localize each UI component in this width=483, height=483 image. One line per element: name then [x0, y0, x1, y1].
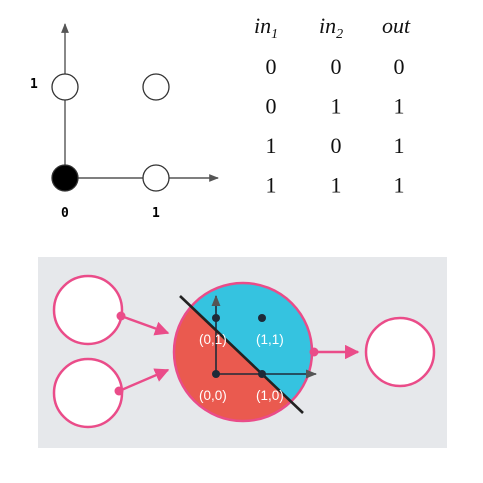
- label-1-1: (1,1): [256, 332, 284, 347]
- header-in2-text: in: [319, 13, 336, 38]
- truth-cell-r0-c2: 0: [394, 54, 405, 79]
- connection-dot-2: [114, 386, 124, 396]
- truth-table-header-in1: in1: [254, 13, 278, 42]
- truth-cell-r0-c0: 0: [266, 54, 277, 79]
- header-in1-subscript: 1: [271, 27, 278, 42]
- input-node-1: [52, 274, 124, 346]
- plot-point-1-0: [142, 164, 170, 192]
- truth-cell-r3-c2: 1: [394, 173, 405, 198]
- inner-point-1-1: [258, 314, 266, 322]
- y-tick-label: 1: [30, 77, 38, 92]
- plot-point-1-1: [142, 73, 170, 101]
- perceptron-diagram: (0,1) (1,1) (0,0) (1,0): [38, 257, 447, 448]
- truth-cell-r1-c1: 1: [331, 94, 342, 119]
- inner-point-0-0: [212, 370, 220, 378]
- truth-table-header-in2: in2: [319, 13, 343, 42]
- truth-cell-r3-c0: 1: [266, 173, 277, 198]
- label-0-0: (0,0): [199, 388, 227, 403]
- connection-dot-output: [309, 347, 319, 357]
- input-node-2: [52, 357, 124, 429]
- truth-cell-r2-c1: 0: [331, 133, 342, 158]
- truth-cell-r1-c0: 0: [266, 94, 277, 119]
- x-tick-label-0: 0: [61, 206, 69, 221]
- region-one: [180, 283, 312, 410]
- output-node: [364, 316, 436, 388]
- x-tick-label-1: 1: [152, 206, 160, 221]
- inner-point-1-0: [258, 370, 266, 378]
- header-in2-subscript: 2: [336, 27, 343, 42]
- connection-dot-1: [116, 311, 126, 321]
- truth-cell-r2-c0: 1: [266, 133, 277, 158]
- truth-cell-r0-c1: 0: [331, 54, 342, 79]
- connection-input-2: [118, 368, 170, 393]
- truth-cell-r2-c2: 1: [394, 133, 405, 158]
- connection-input-1: [120, 314, 170, 336]
- plot-points: [51, 73, 170, 192]
- truth-table-rows: 0 0 0 0 1 1 1 0 1 1 1 1: [266, 54, 405, 198]
- label-0-1: (0,1): [199, 332, 227, 347]
- truth-table-header-out: out: [382, 13, 411, 38]
- input-plot: 1 0 1: [30, 23, 219, 221]
- truth-cell-r1-c2: 1: [394, 94, 405, 119]
- plot-point-0-1: [51, 73, 79, 101]
- header-in1-text: in: [254, 13, 271, 38]
- plot-point-0-0: [51, 164, 79, 192]
- truth-cell-r3-c1: 1: [331, 173, 342, 198]
- label-1-0: (1,0): [256, 388, 284, 403]
- inner-point-0-1: [212, 314, 220, 322]
- decision-boundary: [179, 295, 304, 414]
